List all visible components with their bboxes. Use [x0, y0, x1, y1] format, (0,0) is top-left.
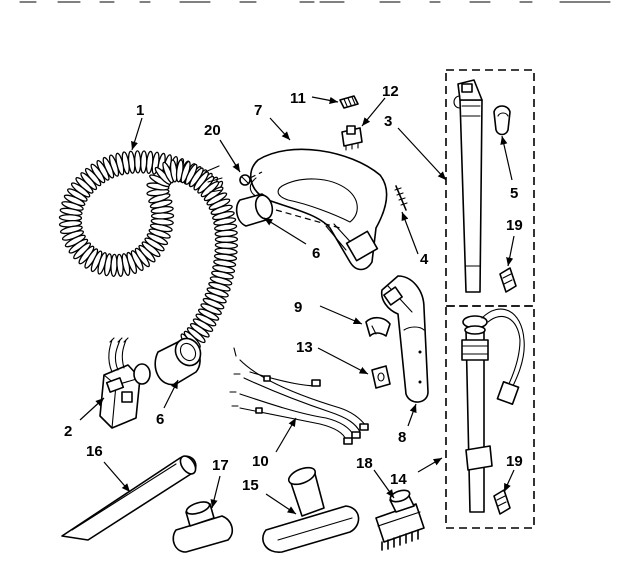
label-part-18: 18: [356, 455, 373, 472]
label-part-5: 5: [510, 185, 518, 202]
clip-part-11: [339, 95, 359, 109]
lower-wand-group-box: [445, 305, 535, 529]
hose-ring: [134, 150, 142, 174]
crevice-tool-part-16: [61, 455, 197, 541]
hose-part-1: [58, 150, 239, 354]
label-part-3: 3: [384, 113, 392, 130]
label-part-13: 13: [296, 339, 313, 356]
label-part-19-lower: 19: [506, 453, 523, 470]
clip-part-19-upper: [499, 267, 517, 293]
cuff-part-6-lower: [154, 337, 202, 386]
wire-harness-part-10: [229, 347, 369, 445]
upper-wand-group-box: [445, 69, 535, 307]
clip-part-9: [365, 316, 391, 337]
label-part-4: 4: [420, 251, 429, 268]
label-part-2: 2: [64, 423, 72, 440]
elbow-part-8: [380, 275, 429, 403]
dusting-brush-part-18: [375, 489, 425, 551]
switch-part-12: [341, 125, 363, 151]
label-part-20: 20: [204, 122, 221, 139]
label-part-9: 9: [294, 299, 302, 316]
label-part-1: 1: [136, 102, 144, 119]
label-part-8: 8: [398, 429, 406, 446]
label-part-12: 12: [382, 83, 399, 100]
pin-part-4: [394, 185, 408, 211]
label-part-6-upper: 6: [312, 245, 320, 262]
floor-tool-part-15: [262, 466, 360, 553]
label-part-6-lower: 6: [156, 411, 164, 428]
label-part-7: 7: [254, 102, 262, 119]
wand-part-14: [461, 308, 525, 513]
clip-part-5: [493, 105, 511, 136]
clip-part-19-lower: [493, 489, 511, 515]
upholstery-tool-part-17: [172, 501, 234, 553]
label-part-15: 15: [242, 477, 259, 494]
latch-part-13: [371, 365, 391, 389]
leader-lines: [79, 96, 515, 515]
label-part-10: 10: [252, 453, 269, 470]
label-part-19-upper: 19: [506, 217, 523, 234]
label-part-11: 11: [290, 90, 306, 107]
label-part-14: 14: [390, 471, 407, 488]
hose-ring: [214, 235, 239, 244]
wand-part-3: [453, 79, 483, 293]
label-part-17: 17: [212, 457, 229, 474]
connector-part-2: [99, 337, 151, 429]
label-part-16: 16: [86, 443, 103, 460]
screw-part-20: [239, 171, 263, 186]
part-number-labels: 1 20 7 11 12 3 5 19 4 6 9 13 2 6 10 8 16…: [64, 83, 523, 494]
